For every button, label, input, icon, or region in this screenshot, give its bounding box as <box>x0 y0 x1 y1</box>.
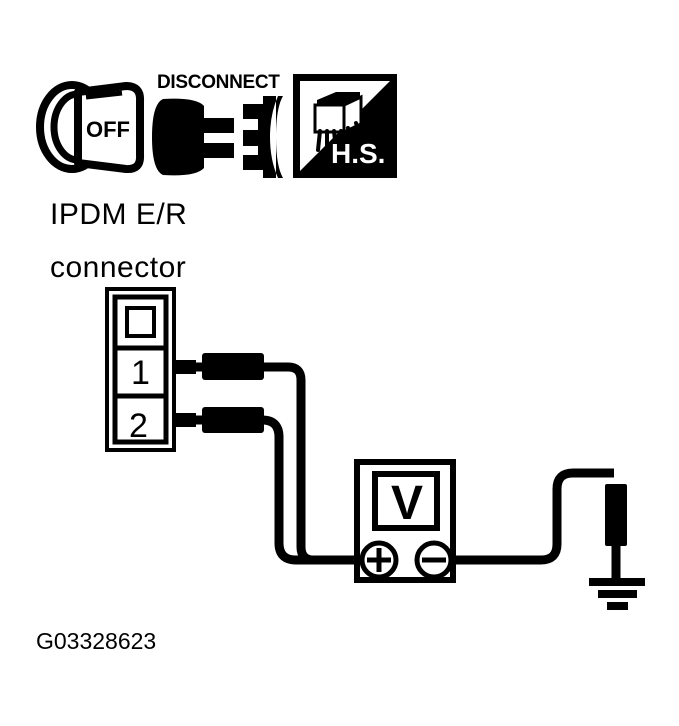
negative-terminal <box>414 540 454 580</box>
lead-1-probe-body <box>202 353 264 380</box>
voltmeter: V <box>354 459 456 583</box>
hs-connector-pictogram <box>313 92 363 154</box>
disconnect-label: DISCONNECT <box>157 72 280 93</box>
figure-reference-code: G03328623 <box>36 628 156 654</box>
lead-2-probe-body <box>202 407 264 433</box>
component-name-line1: IPDM E/R <box>50 198 187 231</box>
lead-negative-to-ground <box>452 468 627 565</box>
key-head-highlight <box>85 90 123 100</box>
hs-connector-wires <box>316 129 346 154</box>
harness-side-label: H.S. <box>331 138 385 169</box>
test-leads <box>174 353 627 565</box>
lead-3-wire <box>452 468 614 565</box>
component-labels: IPDM E/R connector <box>50 198 187 284</box>
connector-cell-symbol-square <box>125 306 156 338</box>
connector-pin-2-label: 2 <box>129 407 148 445</box>
harness-side-icon: H.S. <box>293 74 397 178</box>
connector-pin-1-label: 1 <box>131 354 150 392</box>
component-name-line2: connector <box>50 251 186 284</box>
ground-probe-body <box>605 484 627 546</box>
meter-display <box>372 471 440 531</box>
chassis-ground <box>589 540 645 610</box>
lead-2-wire <box>174 415 370 565</box>
ipdm-er-connector: 1 2 <box>105 287 176 452</box>
lead-1-pin-tip <box>174 360 196 374</box>
lead-pin-2-to-positive <box>174 407 370 565</box>
meter-display-value: V <box>391 477 423 530</box>
connector-disconnect-icon: DISCONNECT <box>152 72 283 178</box>
positive-terminal <box>359 540 399 580</box>
ignition-key-off-icon: OFF <box>36 81 145 174</box>
disconnect-plug-left <box>152 98 234 176</box>
key-head <box>74 82 145 174</box>
lead-2-pin-tip <box>174 413 196 427</box>
icon-row: OFF DISCONNECT <box>36 72 397 178</box>
disconnect-gap <box>270 96 278 178</box>
ignition-off-label: OFF <box>86 117 130 142</box>
